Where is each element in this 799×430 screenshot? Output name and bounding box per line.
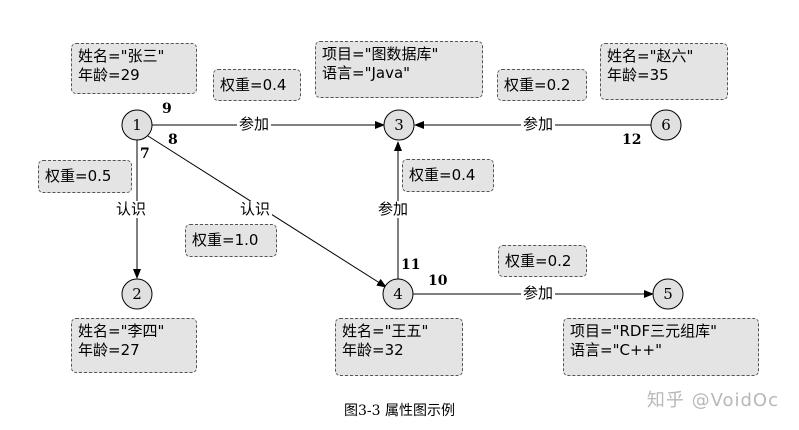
- edge-9-id: 9: [162, 101, 172, 117]
- edge-10-id: 10: [428, 273, 448, 289]
- node-6: 6: [650, 109, 682, 141]
- property-name: 姓名="李四": [78, 322, 165, 340]
- edge-8-id: 8: [168, 132, 178, 148]
- property-name: 姓名="张三": [78, 47, 165, 65]
- property-age: 年龄=35: [607, 66, 669, 84]
- watermark: 知乎 @VoidOc: [646, 390, 779, 411]
- property-name: 姓名="王五": [342, 322, 429, 340]
- figure-caption: 图3-3 属性图示例: [344, 403, 455, 419]
- node-5-label: 5: [663, 285, 673, 303]
- edge-12-label: 参加: [521, 115, 556, 133]
- node-4: 4: [382, 278, 414, 310]
- weight-box-edge-10: 权重=0.2: [498, 245, 587, 277]
- property-age: 年龄=29: [78, 66, 140, 84]
- weight-box-edge-12: 权重=0.2: [497, 69, 587, 101]
- property-age: 年龄=27: [78, 341, 140, 359]
- edge-7-label: 认识: [114, 200, 149, 218]
- property-box-project5: 项目="RDF三元组库" 语言="C++": [563, 318, 759, 376]
- property-box-lisi: 姓名="李四" 年龄=27: [71, 318, 197, 373]
- property-box-project3: 项目="图数据库" 语言="Java": [315, 41, 483, 98]
- node-1-label: 1: [132, 116, 142, 134]
- weight-box-edge-8: 权重=1.0: [185, 224, 277, 257]
- edge-7-id: 7: [140, 146, 150, 162]
- node-4-label: 4: [393, 285, 403, 303]
- edge-12-id: 12: [622, 132, 642, 148]
- property-name: 姓名="赵六": [607, 47, 694, 65]
- weight-box-edge-11: 权重=0.4: [402, 159, 494, 192]
- node-1: 1: [121, 109, 153, 141]
- edge-10-label: 参加: [521, 284, 556, 302]
- edge-9-label: 参加: [237, 115, 272, 133]
- property-project: 项目="RDF三元组库": [570, 322, 717, 340]
- property-box-zhangsan: 姓名="张三" 年龄=29: [71, 43, 197, 94]
- property-box-zhaoliu: 姓名="赵六" 年龄=35: [600, 43, 728, 100]
- node-5: 5: [652, 278, 684, 310]
- node-2-label: 2: [132, 285, 142, 303]
- node-3-label: 3: [394, 116, 404, 134]
- property-language: 语言="C++": [570, 341, 662, 359]
- weight-box-edge-7: 权重=0.5: [38, 160, 132, 193]
- node-6-label: 6: [661, 116, 671, 134]
- node-2: 2: [121, 278, 153, 310]
- weight-box-edge-9: 权重=0.4: [213, 69, 301, 101]
- node-3: 3: [383, 109, 415, 141]
- edge-8-label: 认识: [238, 200, 273, 218]
- property-age: 年龄=32: [342, 341, 404, 359]
- property-language: 语言="Java": [322, 64, 411, 82]
- property-box-wangwu: 姓名="王五" 年龄=32: [335, 318, 463, 376]
- edge-11-label: 参加: [376, 200, 411, 218]
- property-project: 项目="图数据库": [322, 45, 439, 63]
- edge-11-id: 11: [401, 257, 421, 273]
